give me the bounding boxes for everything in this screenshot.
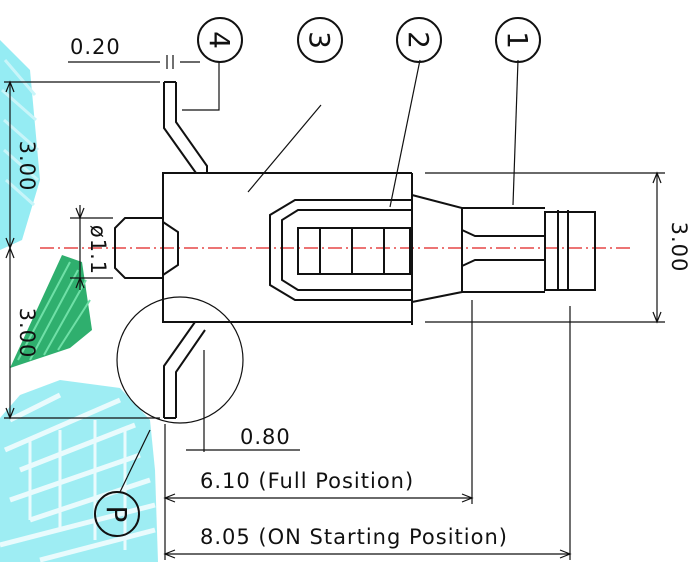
upper-lead [163,81,208,174]
svg-text:2: 2 [402,31,435,49]
dim-full-position: 6.10 (Full Position) [163,300,474,560]
svg-text:0.20: 0.20 [70,35,121,59]
svg-text:3.00: 3.00 [667,222,691,273]
leader-lines [119,59,519,493]
balloon-1: 1 [495,17,541,63]
plunger [411,194,596,303]
dim-pitch-left: 3.00 3.00 [4,80,160,420]
svg-text:P: P [100,506,133,523]
svg-text:0.80: 0.80 [240,425,291,449]
svg-text:1: 1 [501,31,534,49]
dim-height-right: 3.00 [425,171,691,324]
svg-text:3: 3 [303,31,336,49]
svg-text:3.00: 3.00 [15,308,39,359]
green-scribble-left [10,255,92,368]
cyan-scribble-bottom-left [0,380,158,563]
slider [269,199,412,301]
svg-text:4: 4 [203,31,236,49]
balloon-4: 4 [197,17,243,63]
svg-text:8.05 (ON Starting Position): 8.05 (ON Starting Position) [200,525,508,549]
lower-lead [163,321,206,419]
svg-text:3.00: 3.00 [15,141,39,192]
detail-circle [116,296,244,424]
dim-gap-top: 0.20 [68,35,200,69]
dim-pin-diameter: ø1.1 [70,205,113,290]
dim-lead-width: 0.80 [186,350,300,452]
balloon-3: 3 [297,17,343,63]
svg-text:6.10 (Full Position): 6.10 (Full Position) [200,469,414,493]
balloon-p: P [94,491,140,537]
svg-text:ø1.1: ø1.1 [86,225,110,275]
housing-body [114,172,413,325]
dim-on-starting-position: 8.05 (ON Starting Position) [163,306,572,560]
balloon-2: 2 [396,17,442,63]
